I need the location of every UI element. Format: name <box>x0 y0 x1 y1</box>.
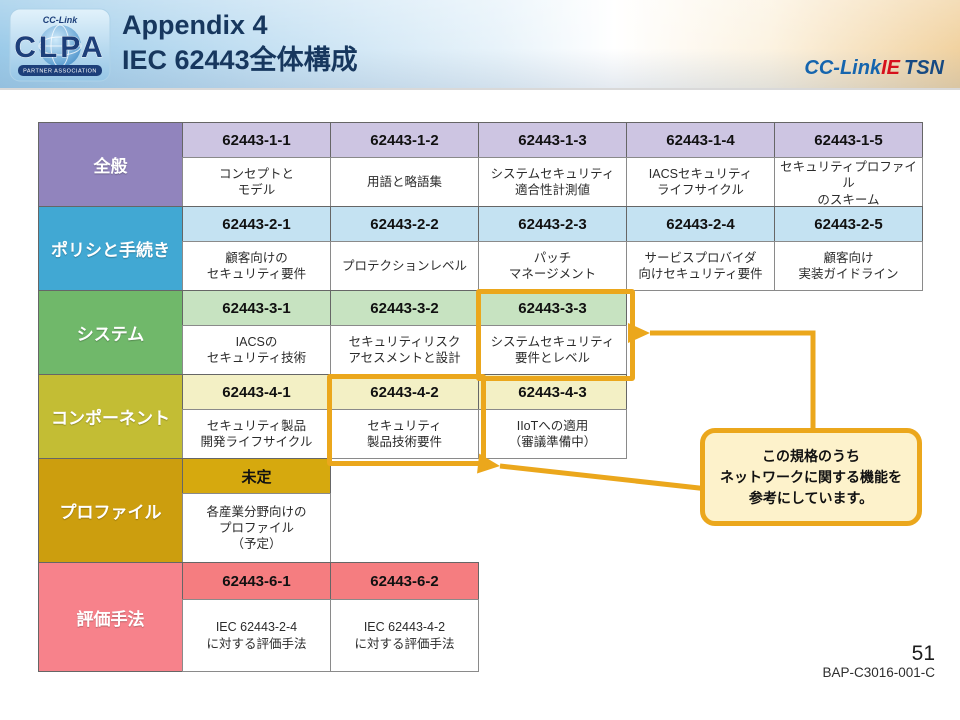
std-desc-62443-3-1: IACSの セキュリティ技術 <box>182 325 331 375</box>
cclink-logo-ie: IE <box>881 57 900 79</box>
std-desc-62443-1-2: 用語と略語集 <box>330 157 479 207</box>
std-col-62443-3-3: 62443-3-3 システムセキュリティ 要件とレベル <box>478 290 627 375</box>
clpa-logo-graphic: CC-Link CLPA PARTNER ASSOCIATION <box>9 8 111 82</box>
callout-line-1: この規格のうち <box>762 447 860 464</box>
std-desc-62443-2-1: 顧客向けの セキュリティ要件 <box>182 241 331 291</box>
std-id-62443-6-1: 62443-6-1 <box>182 562 331 600</box>
page-title: Appendix 4 IEC 62443全体構成 <box>122 8 358 77</box>
std-id-62443-4-1: 62443-4-1 <box>182 374 331 410</box>
std-id-62443-3-1: 62443-3-1 <box>182 290 331 326</box>
std-id-62443-6-2: 62443-6-2 <box>330 562 479 600</box>
std-id-62443-1-5: 62443-1-5 <box>774 122 923 158</box>
std-col-62443-3-1: 62443-3-1 IACSの セキュリティ技術 <box>182 290 331 375</box>
std-id-62443-1-2: 62443-1-2 <box>330 122 479 158</box>
callout-line-3: 参考にしています。 <box>748 489 874 506</box>
std-desc-62443-3-3: システムセキュリティ 要件とレベル <box>478 325 627 375</box>
std-col-62443-3-2: 62443-3-2 セキュリティリスク アセスメントと設計 <box>330 290 479 375</box>
std-desc-62443-4-1: セキュリティ製品 開発ライフサイクル <box>182 409 331 459</box>
std-desc-62443-6-2: IEC 62443-4-2 に対する評価手法 <box>330 599 479 672</box>
clpa-arc-text: CC-Link <box>43 15 78 25</box>
std-id-62443-1-4: 62443-1-4 <box>626 122 775 158</box>
std-col-62443-2-5: 62443-2-5 顧客向け 実装ガイドライン <box>774 206 923 291</box>
std-desc-62443-2-5: 顧客向け 実装ガイドライン <box>774 241 923 291</box>
row-label-policy: ポリシと手続き <box>38 206 183 291</box>
slide-footer: 51 BAP-C3016-001-C <box>822 642 935 680</box>
row-label-profile: プロファイル <box>38 458 183 563</box>
table-row-system: システム 62443-3-1 IACSの セキュリティ技術 62443-3-2 … <box>38 290 923 375</box>
std-id-undecided: 未定 <box>182 458 331 494</box>
std-col-profile-tbd: 未定 各産業分野向けの プロファイル （予定） <box>182 458 331 563</box>
clpa-logo: CC-Link CLPA PARTNER ASSOCIATION <box>9 8 111 82</box>
std-id-62443-4-3: 62443-4-3 <box>478 374 627 410</box>
callout-line-2: ネットワークに関する機能を <box>720 468 902 485</box>
std-desc-62443-2-2: プロテクションレベル <box>330 241 479 291</box>
std-desc-62443-6-1: IEC 62443-2-4 に対する評価手法 <box>182 599 331 672</box>
std-id-62443-2-2: 62443-2-2 <box>330 206 479 242</box>
std-col-62443-1-1: 62443-1-1 コンセプトと モデル <box>182 122 331 207</box>
std-desc-62443-2-4: サービスプロバイダ 向けセキュリティ要件 <box>626 241 775 291</box>
table-row-policy: ポリシと手続き 62443-2-1 顧客向けの セキュリティ要件 62443-2… <box>38 206 923 291</box>
std-col-62443-1-3: 62443-1-3 システムセキュリティ 適合性計測値 <box>478 122 627 207</box>
std-desc-undecided: 各産業分野向けの プロファイル （予定） <box>182 493 331 563</box>
std-col-62443-1-4: 62443-1-4 IACSセキュリティ ライフサイクル <box>626 122 775 207</box>
std-desc-62443-1-3: システムセキュリティ 適合性計測値 <box>478 157 627 207</box>
table-row-evaluation: 評価手法 62443-6-1 IEC 62443-2-4 に対する評価手法 62… <box>38 562 923 672</box>
std-id-62443-1-3: 62443-1-3 <box>478 122 627 158</box>
table-row-general: 全般 62443-1-1 コンセプトと モデル 62443-1-2 用語と略語集… <box>38 122 923 210</box>
header-band: CC-Link CLPA PARTNER ASSOCIATION Appendi… <box>0 0 960 90</box>
row-label-component: コンポーネント <box>38 374 183 459</box>
std-col-62443-4-3: 62443-4-3 IIoTへの適用 （審議準備中） <box>478 374 627 459</box>
std-id-62443-2-3: 62443-2-3 <box>478 206 627 242</box>
std-desc-62443-1-1: コンセプトと モデル <box>182 157 331 207</box>
std-desc-62443-1-5: セキュリティプロファイル のスキーム <box>774 157 923 210</box>
std-col-62443-4-1: 62443-4-1 セキュリティ製品 開発ライフサイクル <box>182 374 331 459</box>
std-col-62443-4-2: 62443-4-2 セキュリティ 製品技術要件 <box>330 374 479 459</box>
std-id-62443-4-2: 62443-4-2 <box>330 374 479 410</box>
std-id-62443-3-2: 62443-3-2 <box>330 290 479 326</box>
std-col-62443-2-2: 62443-2-2 プロテクションレベル <box>330 206 479 291</box>
std-desc-62443-4-2: セキュリティ 製品技術要件 <box>330 409 479 459</box>
title-line-2: IEC 62443全体構成 <box>122 44 358 75</box>
std-col-62443-2-3: 62443-2-3 パッチ マネージメント <box>478 206 627 291</box>
reference-note-callout: この規格のうち ネットワークに関する機能を 参考にしています。 <box>700 428 922 526</box>
row-label-evaluation: 評価手法 <box>38 562 183 672</box>
std-id-62443-2-4: 62443-2-4 <box>626 206 775 242</box>
cclink-logo-tsn: TSN <box>904 57 944 79</box>
std-col-62443-6-2: 62443-6-2 IEC 62443-4-2 に対する評価手法 <box>330 562 479 672</box>
cclink-logo-cclink: CC-Link <box>804 57 882 79</box>
std-desc-62443-3-2: セキュリティリスク アセスメントと設計 <box>330 325 479 375</box>
std-desc-62443-1-4: IACSセキュリティ ライフサイクル <box>626 157 775 207</box>
table-row-profile: プロファイル 未定 各産業分野向けの プロファイル （予定） <box>38 458 923 563</box>
iec62443-structure-table: 全般 62443-1-1 コンセプトと モデル 62443-1-2 用語と略語集… <box>38 122 923 672</box>
std-col-62443-1-5: 62443-1-5 セキュリティプロファイル のスキーム <box>774 122 923 210</box>
std-id-62443-2-1: 62443-2-1 <box>182 206 331 242</box>
document-number: BAP-C3016-001-C <box>822 665 935 681</box>
std-desc-62443-4-3: IIoTへの適用 （審議準備中） <box>478 409 627 459</box>
std-col-62443-1-2: 62443-1-2 用語と略語集 <box>330 122 479 207</box>
std-id-62443-3-3: 62443-3-3 <box>478 290 627 326</box>
std-desc-62443-2-3: パッチ マネージメント <box>478 241 627 291</box>
std-id-62443-2-5: 62443-2-5 <box>774 206 923 242</box>
title-line-1: Appendix 4 <box>122 10 268 40</box>
std-id-62443-1-1: 62443-1-1 <box>182 122 331 158</box>
std-col-62443-2-1: 62443-2-1 顧客向けの セキュリティ要件 <box>182 206 331 291</box>
page-number: 51 <box>911 642 935 665</box>
row-label-general: 全般 <box>38 122 183 207</box>
clpa-ribbon-text: PARTNER ASSOCIATION <box>23 69 97 75</box>
row-label-system: システム <box>38 290 183 375</box>
std-col-62443-6-1: 62443-6-1 IEC 62443-2-4 に対する評価手法 <box>182 562 331 672</box>
std-col-62443-2-4: 62443-2-4 サービスプロバイダ 向けセキュリティ要件 <box>626 206 775 291</box>
table-row-component: コンポーネント 62443-4-1 セキュリティ製品 開発ライフサイクル 624… <box>38 374 923 459</box>
clpa-letters: CLPA <box>14 31 105 64</box>
